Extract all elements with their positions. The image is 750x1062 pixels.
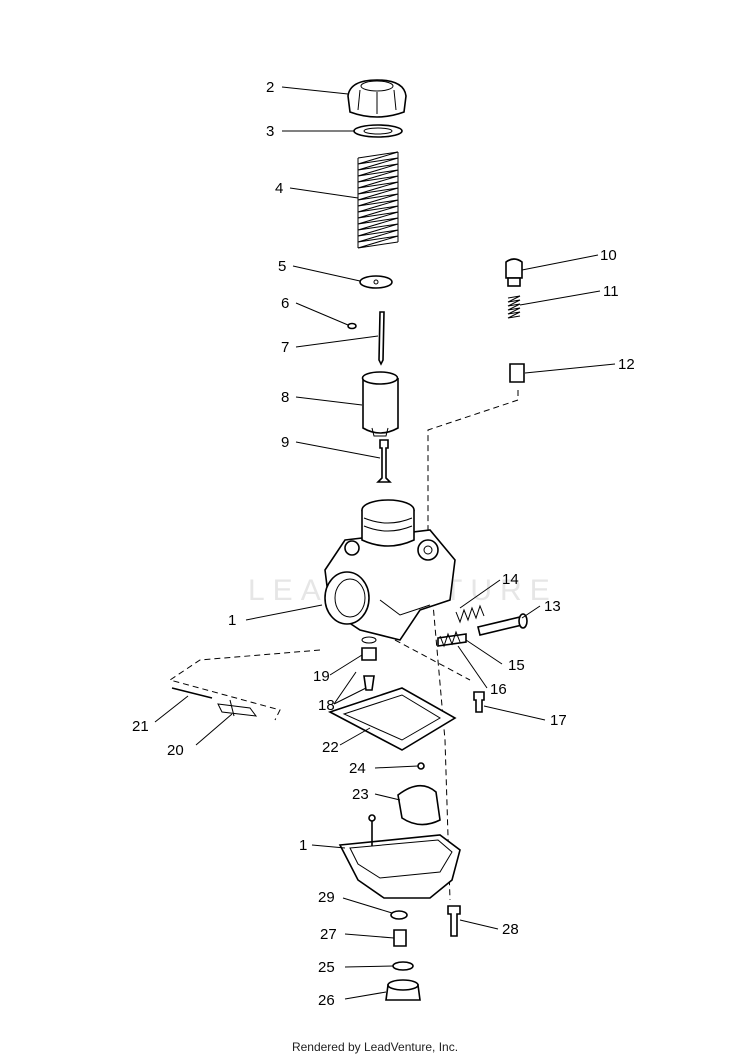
part-plunger-12 <box>509 363 525 383</box>
callout-1-upper: 1 <box>228 612 236 629</box>
callout-26: 26 <box>318 992 335 1009</box>
part-jet-27 <box>393 929 407 947</box>
callout-3: 3 <box>266 123 274 140</box>
callout-20: 20 <box>167 742 184 759</box>
callout-24: 24 <box>349 760 366 777</box>
part-screw-28 <box>447 905 461 937</box>
callout-17: 17 <box>550 712 567 729</box>
callout-18: 18 <box>318 697 335 714</box>
callout-29: 29 <box>318 889 335 906</box>
callout-7: 7 <box>281 339 289 356</box>
callout-1-lower: 1 <box>299 837 307 854</box>
callout-4: 4 <box>275 180 283 197</box>
part-jet-19 <box>361 636 377 661</box>
callout-6: 6 <box>281 295 289 312</box>
callout-15: 15 <box>508 657 525 674</box>
guide-lines <box>168 390 519 901</box>
part-needle-7 <box>378 311 385 366</box>
callout-12: 12 <box>618 356 635 373</box>
callout-27: 27 <box>320 926 337 943</box>
callout-13: 13 <box>544 598 561 615</box>
part-float-arm-20 <box>217 699 258 717</box>
part-gasket-22 <box>327 687 457 751</box>
callout-14: 14 <box>502 571 519 588</box>
part-needle-24 <box>417 762 425 770</box>
callout-8: 8 <box>281 389 289 406</box>
part-plate-5 <box>359 275 393 289</box>
callout-23: 23 <box>352 786 369 803</box>
part-washer-3 <box>353 124 403 138</box>
callout-28: 28 <box>502 921 519 938</box>
part-adjuster-10 <box>505 258 523 287</box>
part-spring-4 <box>357 151 399 249</box>
leader-lines <box>154 86 616 1000</box>
part-carb-body <box>324 499 456 641</box>
part-plug-26 <box>385 979 421 1001</box>
callout-5: 5 <box>278 258 286 275</box>
callout-25: 25 <box>318 959 335 976</box>
callout-labels: 2 3 4 5 6 7 8 9 10 11 12 1 14 13 15 16 1… <box>132 79 635 1009</box>
callout-21: 21 <box>132 718 149 735</box>
part-washer-29 <box>390 910 408 920</box>
part-screw-17 <box>473 691 485 713</box>
footer-credit: Rendered by LeadVenture, Inc. <box>291 1040 459 1054</box>
part-float-bowl <box>338 814 461 899</box>
part-washer-25 <box>392 961 414 971</box>
part-spring-11 <box>507 295 521 319</box>
callout-19: 19 <box>313 668 330 685</box>
callout-10: 10 <box>600 247 617 264</box>
callout-2: 2 <box>266 79 274 96</box>
part-pin-21 <box>171 687 213 699</box>
callout-22: 22 <box>322 739 339 756</box>
part-spring-14 <box>455 604 485 624</box>
callout-16: 16 <box>490 681 507 698</box>
part-clip-6 <box>347 322 357 330</box>
callout-11: 11 <box>603 283 619 300</box>
part-screw-13 <box>477 613 528 636</box>
part-jet-9 <box>376 439 392 483</box>
part-cap <box>347 79 407 118</box>
part-spring-16 <box>439 630 461 648</box>
callout-9: 9 <box>281 434 289 451</box>
part-jet-18 <box>363 675 375 691</box>
part-slide-8 <box>361 371 399 437</box>
part-float-23 <box>397 784 441 826</box>
